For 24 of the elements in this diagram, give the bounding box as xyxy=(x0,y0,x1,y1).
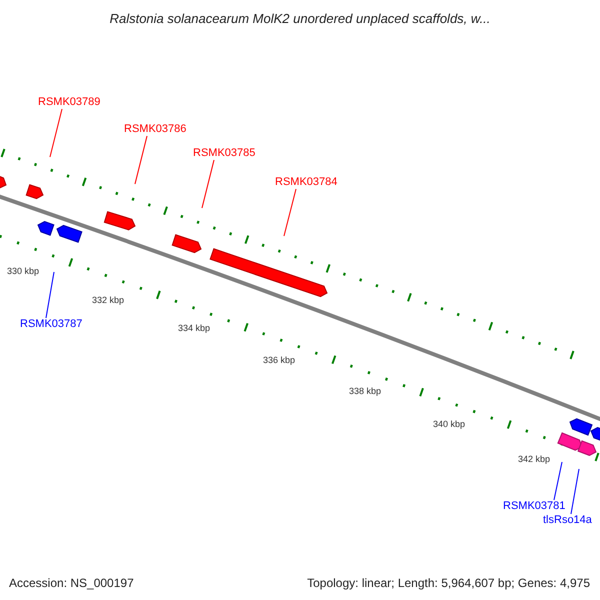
leader-line xyxy=(554,462,562,500)
tick-label: 330 kbp xyxy=(7,266,40,277)
leader-line xyxy=(284,188,296,236)
tick-label: 338 kbp xyxy=(349,386,382,397)
tick-label: 340 kbp xyxy=(433,419,466,430)
tick-label: 342 kbp xyxy=(518,454,550,465)
summary-text: Topology: linear; Length: 5,964,607 bp; Genes: 4,975 xyxy=(307,575,590,592)
tick-label: 336 kbp xyxy=(263,355,296,366)
accession-text: Accession: NS_000197 xyxy=(9,575,134,592)
gene-label: RSMK03787 xyxy=(20,318,82,331)
gene-label: RSMK03789 xyxy=(38,96,100,109)
leader-line xyxy=(570,468,580,514)
leader-line xyxy=(202,160,214,208)
leader-line xyxy=(46,272,54,318)
gene-label: RSMK03786 xyxy=(124,123,186,136)
gene-label: tlsRso14a xyxy=(543,514,592,527)
leader-line xyxy=(50,108,62,158)
gene-label: RSMK03785 xyxy=(193,147,256,160)
tick-label: 332 kbp xyxy=(92,295,124,306)
tick-label: 334 kbp xyxy=(178,323,210,334)
gene-label: RSMK03781 xyxy=(503,500,566,513)
leader-line xyxy=(134,136,148,184)
gene-label: RSMK03784 xyxy=(275,176,338,189)
title: Ralstonia solanacearum MolK2 unordered unplaced scaffolds, w... xyxy=(110,10,490,28)
